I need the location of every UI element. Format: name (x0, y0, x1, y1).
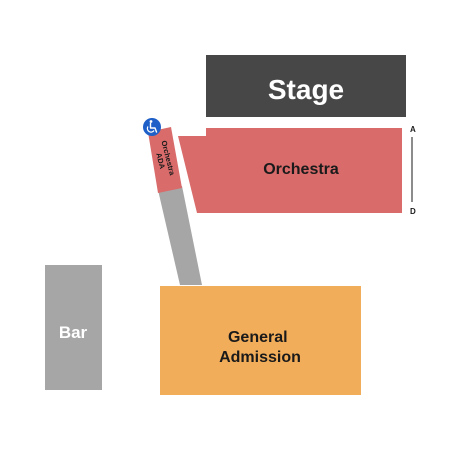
row-first-label: A (410, 125, 416, 134)
stage-block (206, 55, 406, 117)
bar-block (45, 265, 102, 390)
orchestra-ada-label-line2: ADA (154, 152, 167, 171)
general-admission-label-line2: Admission (219, 349, 301, 366)
general-admission-section[interactable]: General Admission (160, 286, 361, 395)
orchestra-ada-block (148, 127, 182, 193)
bar-label: Bar (59, 323, 88, 342)
general-admission-label: General Admission (219, 329, 301, 366)
wheelchair-icon (143, 118, 161, 136)
orchestra-section[interactable]: Orchestra (178, 128, 402, 213)
row-last-label: D (410, 207, 416, 216)
stage-section[interactable]: Stage (206, 55, 406, 117)
row-indicator: A D (410, 125, 416, 216)
stage-label: Stage (268, 74, 344, 105)
orchestra-block (178, 128, 402, 213)
general-admission-block (160, 286, 361, 395)
bar-section[interactable]: Bar (45, 265, 102, 390)
walkway (158, 186, 202, 285)
general-admission-label-line1: General (228, 329, 288, 346)
orchestra-ada-section[interactable]: Orchestra ADA (148, 127, 182, 193)
orchestra-label: Orchestra (263, 161, 339, 178)
